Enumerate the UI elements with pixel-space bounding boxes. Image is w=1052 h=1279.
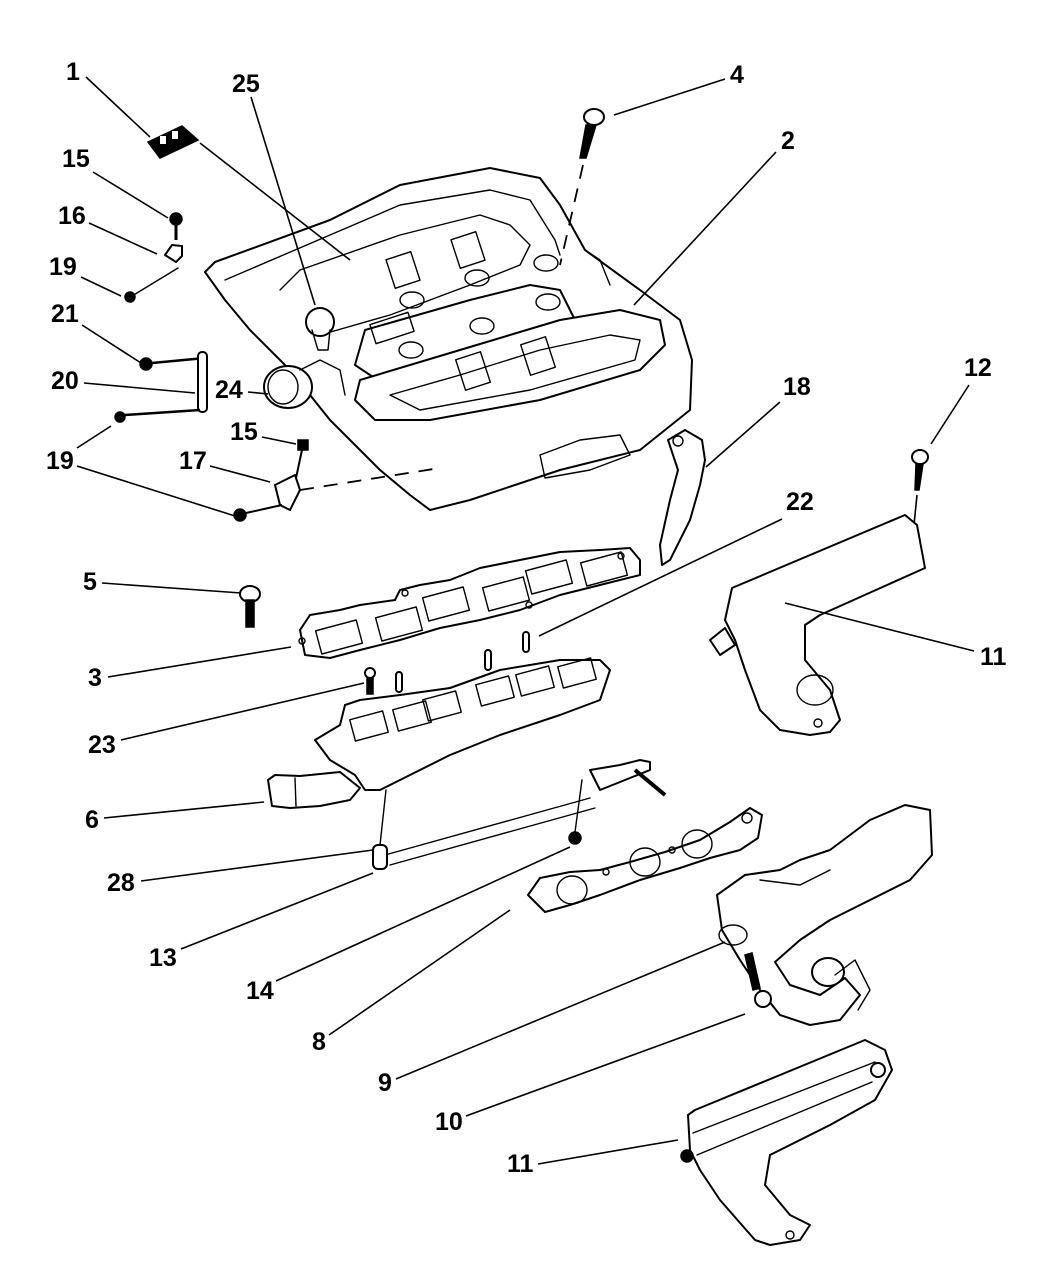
callout-6[interactable]: 6 — [85, 806, 99, 834]
part-bolt-4[interactable] — [559, 108, 605, 266]
callout-19-middle[interactable]: 19 — [46, 447, 74, 475]
part-bolt-12[interactable] — [911, 449, 929, 546]
part-bolt-5[interactable] — [239, 585, 261, 628]
part-decal[interactable] — [146, 125, 200, 159]
part-intake-gasket[interactable] — [298, 547, 641, 659]
callout-14[interactable]: 14 — [246, 977, 274, 1005]
part-upper-intake-manifold[interactable] — [204, 167, 693, 511]
callout-17[interactable]: 17 — [179, 447, 207, 475]
part-exhaust-gasket[interactable] — [527, 807, 763, 913]
callout-18[interactable]: 18 — [783, 373, 811, 401]
part-bolt-19-middle[interactable] — [114, 408, 201, 423]
part-bracket-17[interactable] — [274, 467, 441, 511]
callout-labels: 1 25 4 2 15 16 19 21 20 24 19 15 17 18 1… — [46, 58, 1007, 1178]
part-bolt-15-upper[interactable] — [169, 212, 183, 240]
part-exhaust-manifold[interactable] — [716, 804, 933, 1026]
part-bracket-16[interactable] — [131, 244, 183, 297]
callout-15-upper[interactable]: 15 — [62, 145, 90, 173]
part-bolt-10[interactable] — [744, 952, 772, 1008]
callout-28[interactable]: 28 — [107, 869, 135, 897]
part-support-bracket-18[interactable] — [659, 429, 706, 566]
callout-19-upper[interactable]: 19 — [49, 253, 77, 281]
part-bolt-23[interactable] — [364, 667, 376, 695]
callout-25[interactable]: 25 — [232, 70, 260, 98]
part-bolt-19-lower[interactable] — [233, 504, 283, 522]
part-lower-intake-manifold[interactable] — [267, 657, 667, 809]
callout-21[interactable]: 21 — [51, 300, 79, 328]
callout-11-lower[interactable]: 11 — [507, 1150, 534, 1178]
callout-15-lower[interactable]: 15 — [230, 418, 258, 446]
callout-22[interactable]: 22 — [786, 488, 814, 516]
part-sensor[interactable] — [305, 307, 335, 351]
callout-1[interactable]: 1 — [66, 58, 80, 86]
callout-10[interactable]: 10 — [435, 1108, 463, 1136]
part-nut-21[interactable] — [139, 356, 206, 371]
callout-16[interactable]: 16 — [58, 202, 86, 230]
callout-23[interactable]: 23 — [88, 731, 116, 759]
callout-12[interactable]: 12 — [964, 354, 992, 382]
callout-2[interactable]: 2 — [781, 127, 795, 155]
callout-20[interactable]: 20 — [51, 367, 79, 395]
leader-lines — [76, 76, 975, 1165]
part-support-rod-20[interactable] — [197, 351, 208, 413]
part-stud-22[interactable] — [395, 631, 530, 693]
part-heat-shield-lower[interactable] — [680, 1039, 893, 1246]
callout-11-upper[interactable]: 11 — [980, 643, 1007, 671]
part-throttle-body[interactable] — [263, 359, 346, 409]
callout-5[interactable]: 5 — [83, 568, 97, 596]
callout-24[interactable]: 24 — [215, 376, 243, 404]
callout-4[interactable]: 4 — [730, 61, 744, 89]
part-bolt-19-upper[interactable] — [124, 291, 136, 303]
callout-8[interactable]: 8 — [312, 1028, 326, 1056]
part-heat-shield-upper[interactable] — [709, 514, 926, 736]
callout-9[interactable]: 9 — [378, 1069, 392, 1097]
part-tube-13[interactable] — [384, 797, 596, 866]
part-nut-14[interactable] — [568, 779, 583, 845]
part-fitting-28[interactable] — [372, 789, 388, 870]
callout-13[interactable]: 13 — [149, 944, 177, 972]
callout-3[interactable]: 3 — [88, 664, 102, 692]
part-bolt-15-lower[interactable] — [295, 439, 309, 479]
